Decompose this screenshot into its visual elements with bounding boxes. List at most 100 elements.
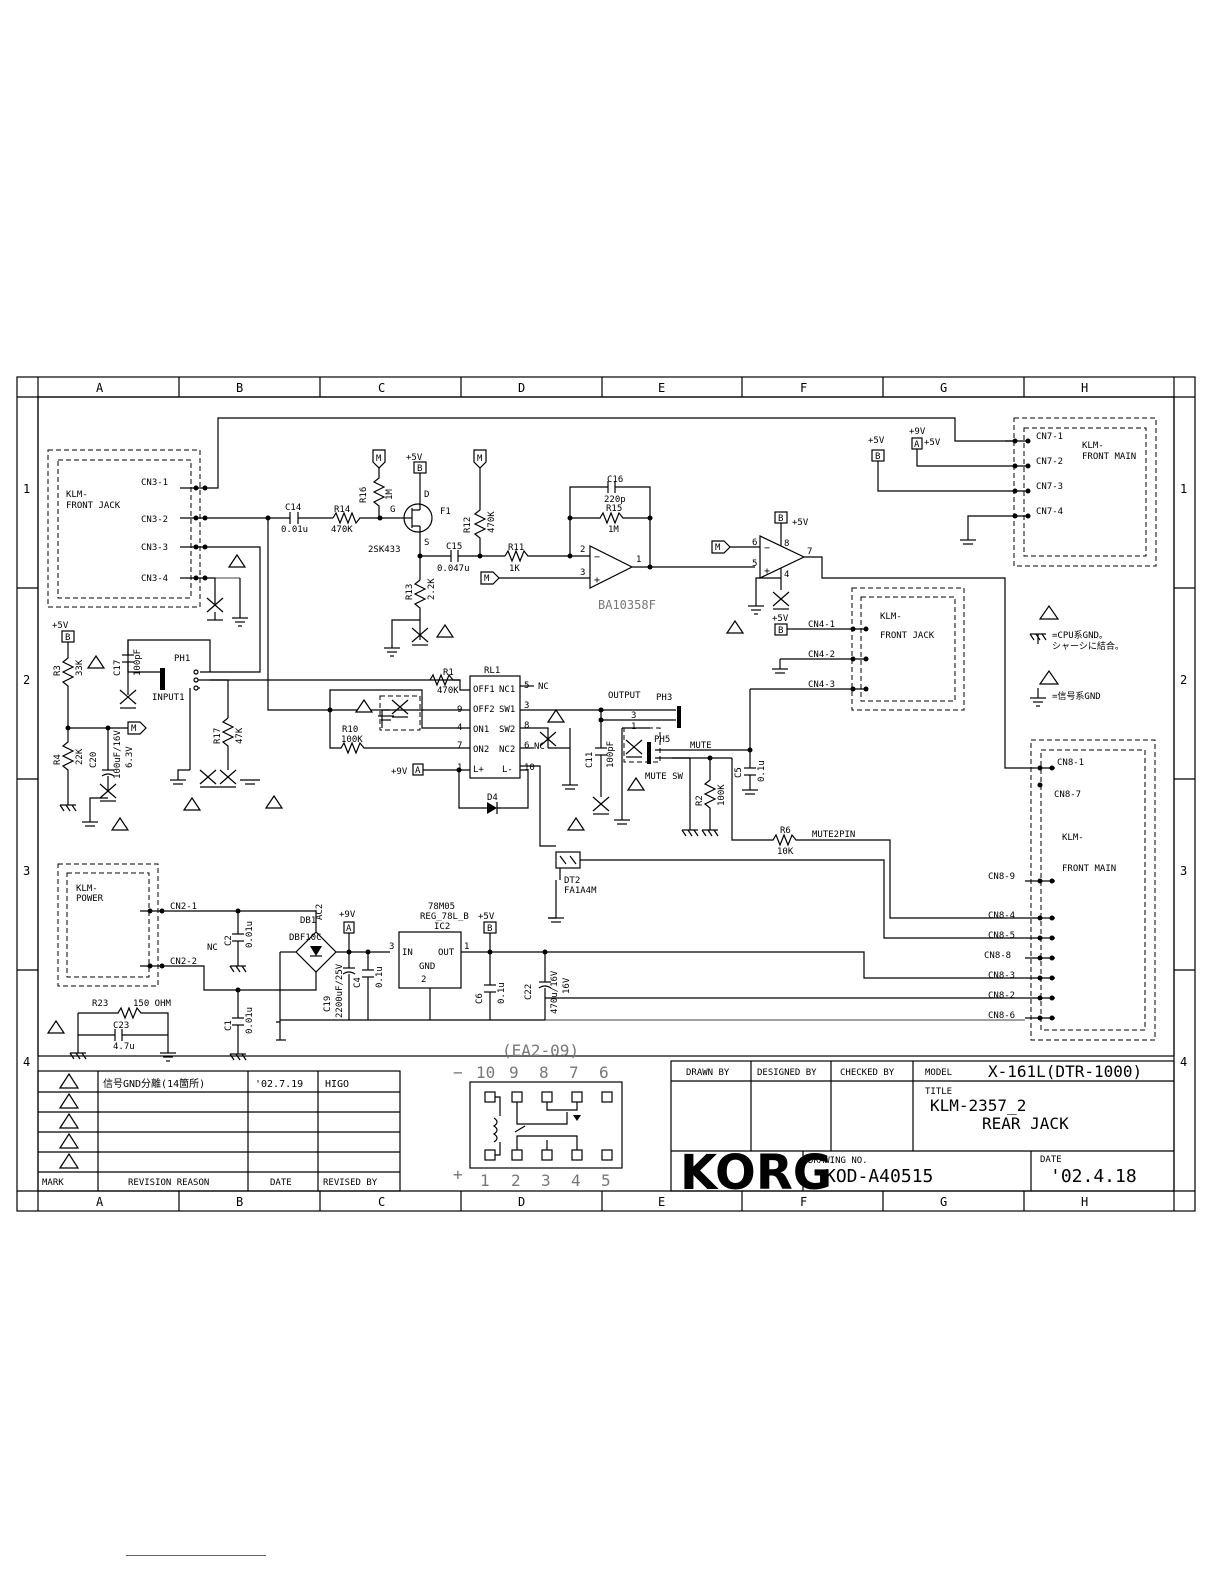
grid-labels: A B C D E F G H A B C D E F G H 1 2 3 4 …	[23, 381, 1187, 1209]
label-c20-value-2: 6.3V	[125, 746, 135, 768]
col-label-h: H	[1081, 381, 1088, 395]
input-section: +5V B R3 33K M R4 22K C20 100uF/16V 6.3V…	[52, 621, 460, 831]
pin-cn8-8: CN8-8	[984, 951, 1011, 961]
inset-bottom-2: 2	[511, 1171, 521, 1190]
label-r17: R17	[213, 728, 223, 744]
opamp-1: − + 2 3 1 C16 220p R15 1M BA10358F	[567, 475, 755, 612]
label-ic2-part: 78M05	[428, 902, 455, 912]
label-c16-value: 220p	[604, 495, 626, 505]
tag-b-f1: B	[417, 464, 422, 474]
inset-top-8: 8	[539, 1063, 549, 1082]
tag-m-r16: M	[376, 454, 382, 464]
tag-b-ic2: B	[487, 924, 492, 934]
pin-cn8-9: CN8-9	[988, 872, 1015, 882]
wires-cn3	[200, 417, 1015, 673]
label-r10-value: 100K	[341, 735, 363, 745]
label-mute2pin: MUTE2PIN	[812, 830, 855, 840]
rl1-pin-lplus: L+	[473, 765, 484, 775]
col-label-e: E	[658, 381, 665, 395]
row-label-2: 2	[23, 673, 30, 687]
row-label-4: 4	[23, 1055, 30, 1069]
label-c2-value: 0.01u	[245, 921, 255, 948]
tb-drawing-no-label: DRAWING NO.	[808, 1156, 868, 1166]
label-r14-value: 470K	[331, 525, 353, 535]
inset-bottom-3: 3	[541, 1171, 551, 1190]
opamp-2: − + M 6 5 7 8 4 B +5V +5V B	[711, 511, 1015, 769]
label-r17-value: 47K	[235, 727, 245, 744]
label-c1-value: 0.01u	[245, 1007, 255, 1034]
inset-top-9: 9	[509, 1063, 519, 1082]
label-ic2-5v: +5V	[478, 912, 495, 922]
label-r12: R12	[463, 517, 473, 533]
output-pin-1: 1	[631, 722, 636, 732]
label-c17-value: 100pF	[133, 649, 143, 676]
tag-b-cn4: B	[778, 626, 783, 636]
drawing-frame	[16, 376, 1196, 1212]
inset-bottom-5: 5	[601, 1171, 611, 1190]
pin-cn8-6: CN8-6	[988, 1011, 1015, 1021]
rl1-pin-nc1: NC1	[499, 685, 515, 695]
label-mute-sw: MUTE SW	[645, 772, 684, 782]
label-r3-value: 33K	[75, 659, 85, 676]
label-c19: C19	[323, 996, 333, 1012]
col-label-g-bottom: G	[940, 1195, 947, 1209]
tb-checked-by: CHECKED BY	[840, 1068, 895, 1078]
header-mark: MARK	[42, 1178, 64, 1188]
label-ic2-reg: REG_78L_B	[420, 912, 469, 922]
label-r15-value: 1M	[608, 525, 619, 535]
label-c6: C6	[475, 993, 485, 1004]
pin-cn7-1: CN7-1	[1036, 432, 1063, 442]
label-f1: F1	[440, 507, 451, 517]
label-nc-rl1-b: NC	[534, 742, 545, 752]
label-ph3: PH3	[656, 693, 672, 703]
label-power-9v: +9V	[339, 910, 356, 920]
label-f1-supply: +5V	[406, 453, 423, 463]
label-c22-value-2: 16V	[562, 977, 572, 994]
label-r15: R15	[606, 504, 622, 514]
opamp2-minus: −	[764, 543, 770, 554]
col-label-d: D	[518, 381, 525, 395]
label-opamp2-supply: +5V	[792, 518, 809, 528]
tb-date: '02.4.18	[1050, 1166, 1137, 1187]
pin-cn3-2: CN3-2	[141, 515, 168, 525]
label-c14-value: 0.01u	[281, 525, 308, 535]
power-title-line1: KLM-	[76, 884, 98, 894]
relay-pinout-inset: (EA2-09) − 10 9 8 7 6 + 1 2 3 4 5	[453, 1041, 623, 1190]
tag-b-cn7: B	[875, 452, 880, 462]
rl1-num-7: 7	[457, 741, 462, 751]
pin-cn3-4: CN3-4	[141, 574, 168, 584]
rl1-num-3: 3	[524, 701, 529, 711]
label-r14: R14	[334, 505, 350, 515]
label-c5-value: 0.1u	[757, 760, 767, 782]
label-r4: R4	[53, 754, 63, 765]
label-c23-value: 4.7u	[113, 1042, 135, 1052]
label-rl1: RL1	[484, 666, 500, 676]
header-reason: REVISION REASON	[128, 1178, 209, 1188]
pin-cn8-5: CN8-5	[988, 931, 1015, 941]
fet-f1: G D S F1 2SK433 +5V B	[368, 453, 451, 580]
pin-cn4-1: CN4-1	[808, 620, 835, 630]
tag-m-r3: M	[131, 724, 137, 734]
tb-model-label: MODEL	[925, 1068, 952, 1078]
col-label-b: B	[236, 381, 243, 395]
inset-bottom-4: 4	[571, 1171, 581, 1190]
label-r13: R13	[405, 584, 415, 600]
page-footer-rule	[126, 1555, 266, 1556]
label-ic2: IC2	[434, 922, 450, 932]
revision-1-by: HIGO	[325, 1079, 349, 1090]
tag-a-rl: A	[415, 766, 421, 776]
rl1-pin-off1: OFF1	[473, 685, 495, 695]
cn7-title-line2: FRONT MAIN	[1082, 452, 1136, 462]
label-c2: C2	[224, 935, 234, 946]
label-r1: R1	[443, 668, 454, 678]
label-r11: R11	[508, 543, 524, 553]
label-f1-type: 2SK433	[368, 545, 401, 555]
label-r23: R23	[92, 999, 108, 1009]
cn3-title-line2: FRONT JACK	[66, 501, 121, 511]
rl1-num-8: 8	[524, 721, 529, 731]
pin-cn4-3: CN4-3	[808, 680, 835, 690]
tb-designed-by: DESIGNED BY	[757, 1068, 817, 1078]
rl1-num-10: 10	[524, 763, 535, 773]
opamp1-pin3: 3	[580, 568, 585, 578]
ic2-pin3: 3	[389, 942, 394, 952]
